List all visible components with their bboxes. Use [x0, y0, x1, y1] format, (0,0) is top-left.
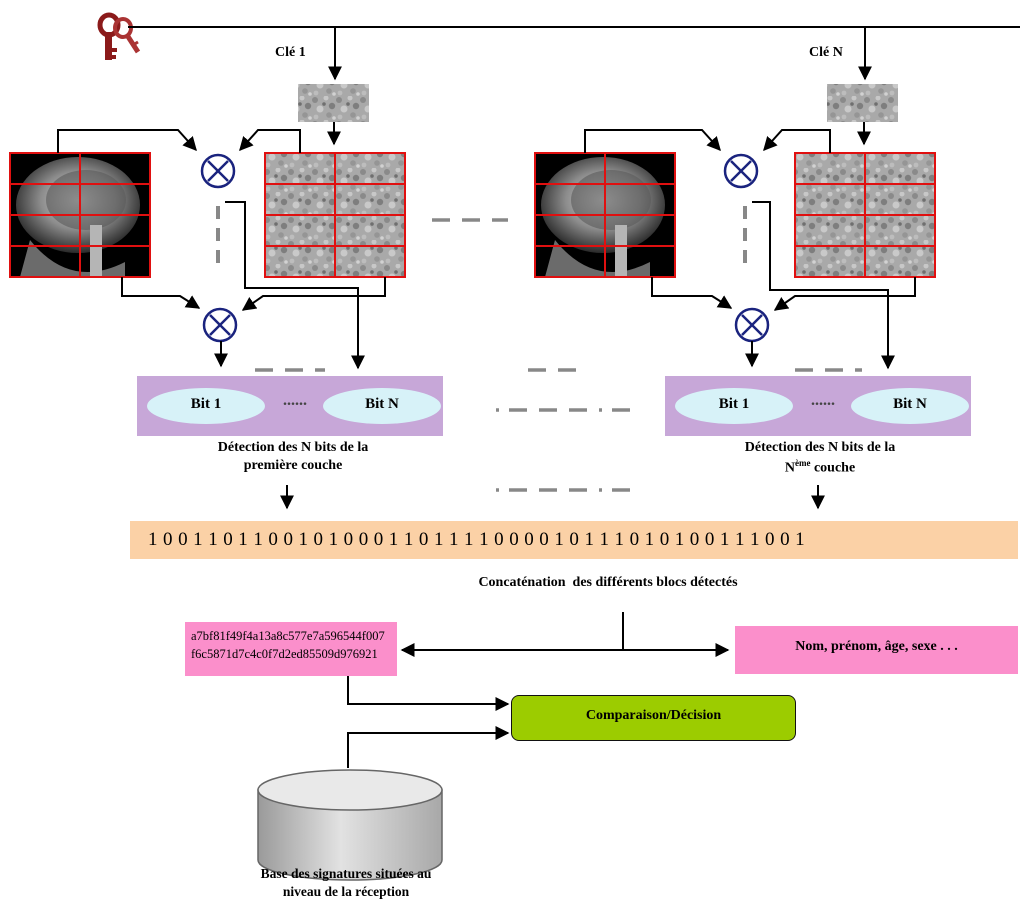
output-arrows	[347, 612, 730, 768]
concatenation-label: Concaténation des différents blocs détec…	[478, 575, 738, 590]
bit-first-oval: Bit 1	[147, 388, 265, 424]
hash-line2: f6c5871d7c4c0f7d2ed85509d976921	[191, 647, 378, 661]
bit-first-oval: Bit 1	[675, 388, 793, 424]
database-caption-line1: Base des signatures situées au	[260, 866, 432, 881]
database-caption-line2: niveau de la réception	[282, 884, 410, 899]
xor-operator-top-left	[200, 153, 236, 189]
layerN-caption-line1: Détection des N bits de la	[744, 440, 896, 455]
xor-operator-bottom-left	[202, 307, 238, 343]
dashed-separators	[255, 218, 862, 492]
mri-grid-left	[9, 152, 151, 278]
patient-info-box: Nom, prénom, âge, sexe . . .	[735, 626, 1018, 674]
noise-grid-left	[264, 152, 406, 278]
mri-grid-right	[534, 152, 676, 278]
caption-arrows	[280, 485, 825, 510]
bitstring-text: 1 0 0 1 1 0 1 1 0 0 1 0 1 0 0 0 1 1 0 1 …	[148, 529, 806, 550]
key-icon	[97, 12, 141, 60]
layer1-caption-line2: première couche	[243, 458, 343, 473]
bit-first-label: Bit 1	[190, 396, 222, 412]
patient-info-text: Nom, prénom, âge, sexe . . .	[795, 639, 958, 654]
bit-last-label: Bit N	[893, 396, 927, 412]
caption-suffix: couche	[810, 460, 856, 476]
connectors-right	[584, 129, 916, 370]
layer1-caption-line1: Détection des N bits de la	[217, 440, 369, 455]
keyN-noise-block	[827, 84, 898, 122]
hash-signature-box: a7bf81f49f4a13a8c577e7a596544f007 f6c587…	[185, 622, 397, 676]
key1-noise-block	[298, 84, 369, 122]
layerN-caption-line2: Nème couche	[785, 458, 855, 477]
caption-prefix: N	[784, 460, 795, 476]
bit-first-label: Bit 1	[718, 396, 750, 412]
signature-database-icon	[257, 769, 443, 881]
comparison-decision-box: Comparaison/Décision	[511, 695, 796, 741]
keyN-label: Clé N	[809, 45, 843, 60]
key-distribution-lines	[128, 26, 1020, 81]
decision-label: Comparaison/Décision	[585, 708, 722, 723]
bit-panel-nth-layer: Bit 1 ...... Bit N	[665, 376, 971, 436]
caption-superscript: ème	[794, 458, 811, 468]
bit-dots: ......	[811, 392, 835, 409]
noise-grid-right	[794, 152, 936, 278]
bit-dots: ......	[283, 392, 307, 409]
bit-last-oval: Bit N	[851, 388, 969, 424]
hash-line1: a7bf81f49f4a13a8c577e7a596544f007	[191, 629, 385, 643]
bit-last-label: Bit N	[365, 396, 399, 412]
xor-operator-bottom-right	[734, 307, 770, 343]
key1-label: Clé 1	[275, 45, 306, 60]
bit-last-oval: Bit N	[323, 388, 441, 424]
xor-operator-top-right	[723, 153, 759, 189]
bit-panel-first-layer: Bit 1 ...... Bit N	[137, 376, 443, 436]
connectors-left	[57, 129, 386, 370]
detected-bitstring: 1 0 0 1 1 0 1 1 0 0 1 0 1 0 0 0 1 1 0 1 …	[130, 521, 1018, 559]
